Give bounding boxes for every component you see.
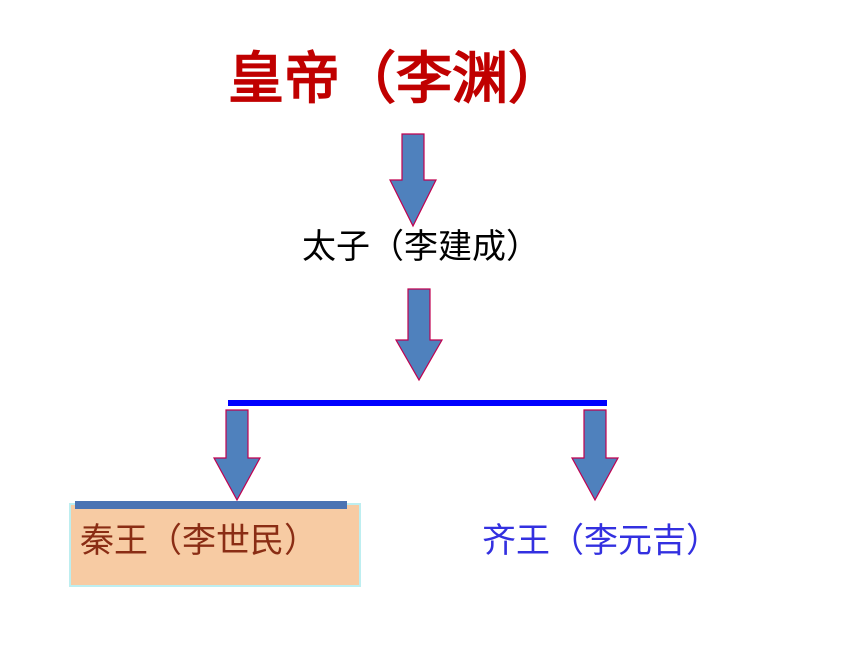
arrow-down-prince-to-branch bbox=[394, 288, 444, 382]
prince-qi-node: 齐王（李元吉） bbox=[482, 521, 720, 561]
emperor-node: 皇帝（李渊） bbox=[228, 47, 564, 112]
prince-qin-node: 秦王（李世民） bbox=[80, 521, 318, 561]
prince-qin-box-top-bar bbox=[75, 501, 347, 509]
arrow-down-emperor-to-prince bbox=[389, 133, 437, 228]
prince-qin-box bbox=[71, 505, 359, 585]
crown-prince-node: 太子（李建成） bbox=[302, 227, 540, 267]
arrow-down-to-qin bbox=[212, 409, 262, 502]
arrow-down-to-qi bbox=[570, 409, 620, 502]
